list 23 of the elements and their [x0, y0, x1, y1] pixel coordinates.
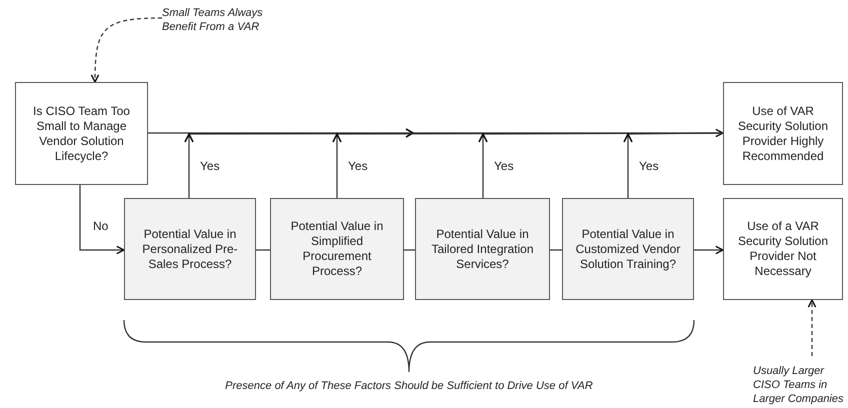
arrow [808, 299, 816, 356]
question-box: Potential Value in Tailored Integration Services? [415, 198, 550, 300]
question-box: Potential Value in Simplified Procurement Process? [270, 198, 404, 300]
connector-line [550, 249, 562, 251]
arrow [148, 128, 723, 138]
edge-label: Yes [638, 160, 660, 172]
arrow [79, 185, 125, 254]
connector-line [404, 249, 415, 251]
process-box: Use of a VAR Security Solution Provider Not Necessary [723, 198, 843, 300]
question-box: Potential Value in Customized Vendor Solution Training? [562, 198, 694, 300]
process-box: Is CISO Team Too Small to Manage Vendor Solution Lifecycle? [15, 82, 148, 185]
arrow [90, 17, 162, 83]
question-box: Potential Value in Personalized Pre-Sales Process? [124, 198, 256, 300]
edge-label: Yes [493, 160, 515, 172]
connector-line [256, 249, 270, 251]
process-box: Use of VAR Security Solution Provider Highly Recommended [723, 82, 843, 185]
note-text: Small Teams Always Benefit From a VAR [162, 6, 292, 42]
note-text: Usually Larger CISO Teams in Larger Companies [753, 364, 848, 408]
brace-caption: Presence of Any of These Factors Should be Sufficient to Drive Use of VAR [225, 379, 593, 394]
arrow [694, 246, 724, 254]
edge-label: No [92, 220, 110, 232]
edge-label: Yes [199, 160, 221, 172]
edge-label: Yes [347, 160, 369, 172]
